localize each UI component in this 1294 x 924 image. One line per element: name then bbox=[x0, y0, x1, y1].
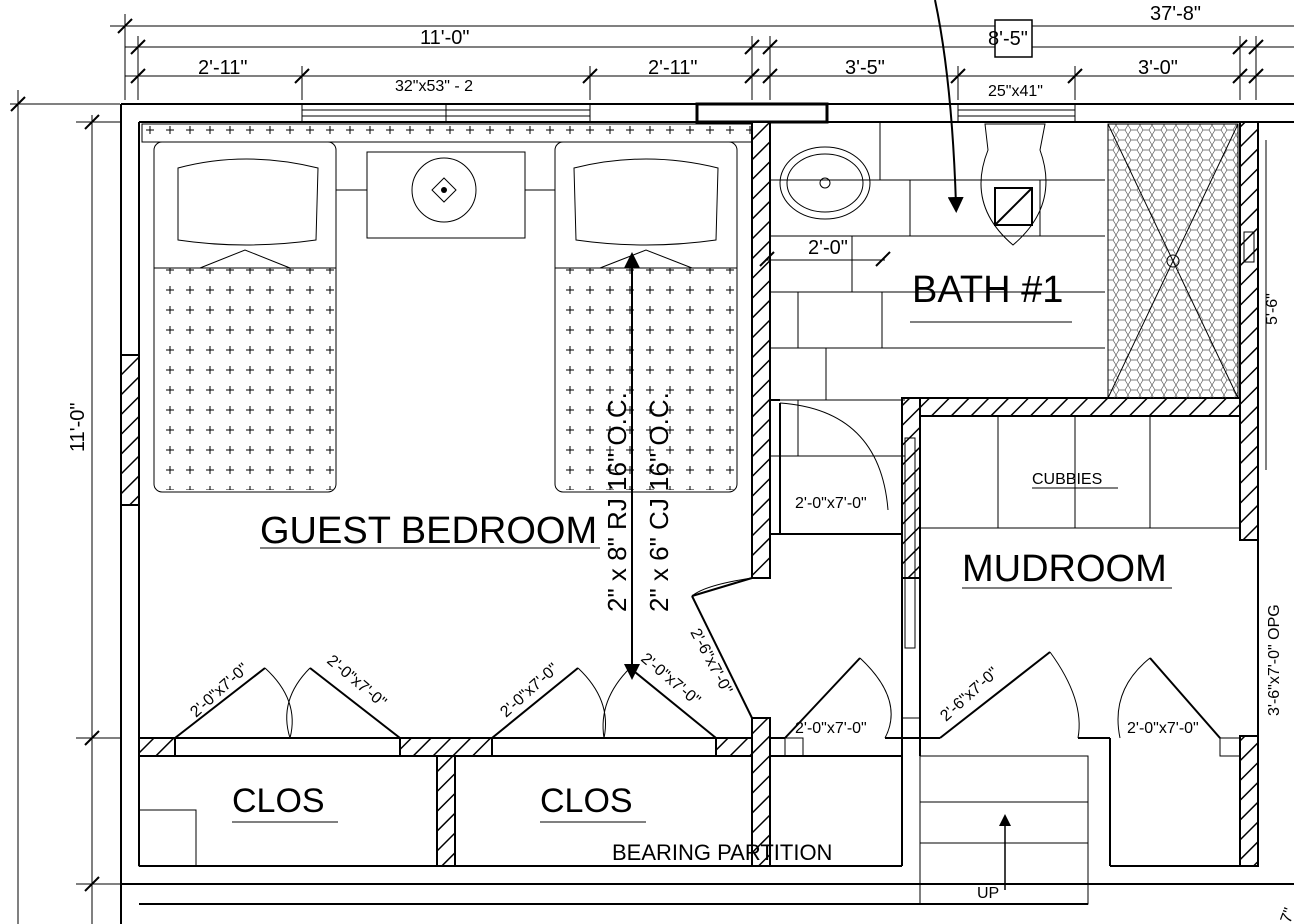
closet-door-a-label: 2'-0"x7'-0" bbox=[187, 660, 252, 721]
closet-shelf bbox=[138, 809, 197, 867]
seg-mid-dimension: 2'-11" bbox=[648, 57, 697, 79]
vanity-dimension: 2'-0" bbox=[808, 237, 848, 259]
bearing-partition-label: BEARING PARTITION bbox=[612, 840, 832, 865]
bath-window-label: 25"x41" bbox=[988, 83, 1043, 100]
walls bbox=[120, 102, 1294, 924]
bedroom-window-label: 32"x53" - 2 bbox=[395, 78, 473, 95]
overall-dimension: 37'-8" bbox=[1150, 3, 1201, 25]
seg-left-dimension: 2'-11" bbox=[198, 57, 247, 79]
detail-tag-icon bbox=[994, 19, 1033, 58]
stair-up-label: UP bbox=[977, 885, 999, 902]
bath-width-dimension: 8'-5" bbox=[988, 28, 1028, 50]
mudroom-door-right-label: 2'-0"x7'-0" bbox=[1127, 720, 1199, 737]
room-width-dimension: 11'-0" bbox=[420, 27, 469, 49]
seg-shower-dimension: 3'-0" bbox=[1138, 57, 1178, 79]
mudroom-label: MUDROOM bbox=[962, 548, 1167, 590]
closet-1-label: CLOS bbox=[232, 782, 325, 820]
dimension-labels: 37'-8" 11'-0" 2'-11" 32"x53" - 2 2'-11" … bbox=[67, 3, 1294, 924]
bedroom-door-label: 2'-6"x7'-0" bbox=[686, 626, 735, 697]
bath-door-label: 2'-0"x7'-0" bbox=[795, 495, 867, 512]
cut-edge-dimension: 7" bbox=[1278, 906, 1294, 924]
closet-door-b-label: 2'-0"x7'-0" bbox=[323, 652, 389, 711]
bedroom-furniture bbox=[141, 123, 753, 493]
doors bbox=[174, 402, 1221, 739]
closet-2-label: CLOS bbox=[540, 782, 633, 820]
guest-bedroom-label: GUEST BEDROOM bbox=[260, 510, 597, 552]
room-depth-dimension: 11'-0" bbox=[67, 403, 89, 452]
ceiling-joist-label: 2" x 6" CJ 16" O.C. bbox=[644, 392, 674, 612]
cubbies-unit bbox=[920, 416, 1240, 529]
shower-side-dimension: 5'-6" bbox=[1264, 293, 1281, 325]
rafter-joist-label: 2" x 8" RJ 16" O.C. bbox=[602, 392, 632, 612]
bath-label: BATH #1 bbox=[912, 269, 1063, 311]
hall-closet-door-label: 2'-0"x7'-0" bbox=[795, 720, 867, 737]
dimension-lines bbox=[10, 0, 1294, 924]
opening-label: 3'-6"x7'-0" OPG bbox=[1266, 604, 1283, 716]
seg-bath-dimension: 3'-5" bbox=[845, 57, 885, 79]
cubbies-label: CUBBIES bbox=[1032, 471, 1102, 488]
closet-door-c-label: 2'-0"x7'-0" bbox=[497, 660, 562, 721]
stair bbox=[919, 755, 1089, 905]
bath-fixtures bbox=[770, 122, 1267, 470]
